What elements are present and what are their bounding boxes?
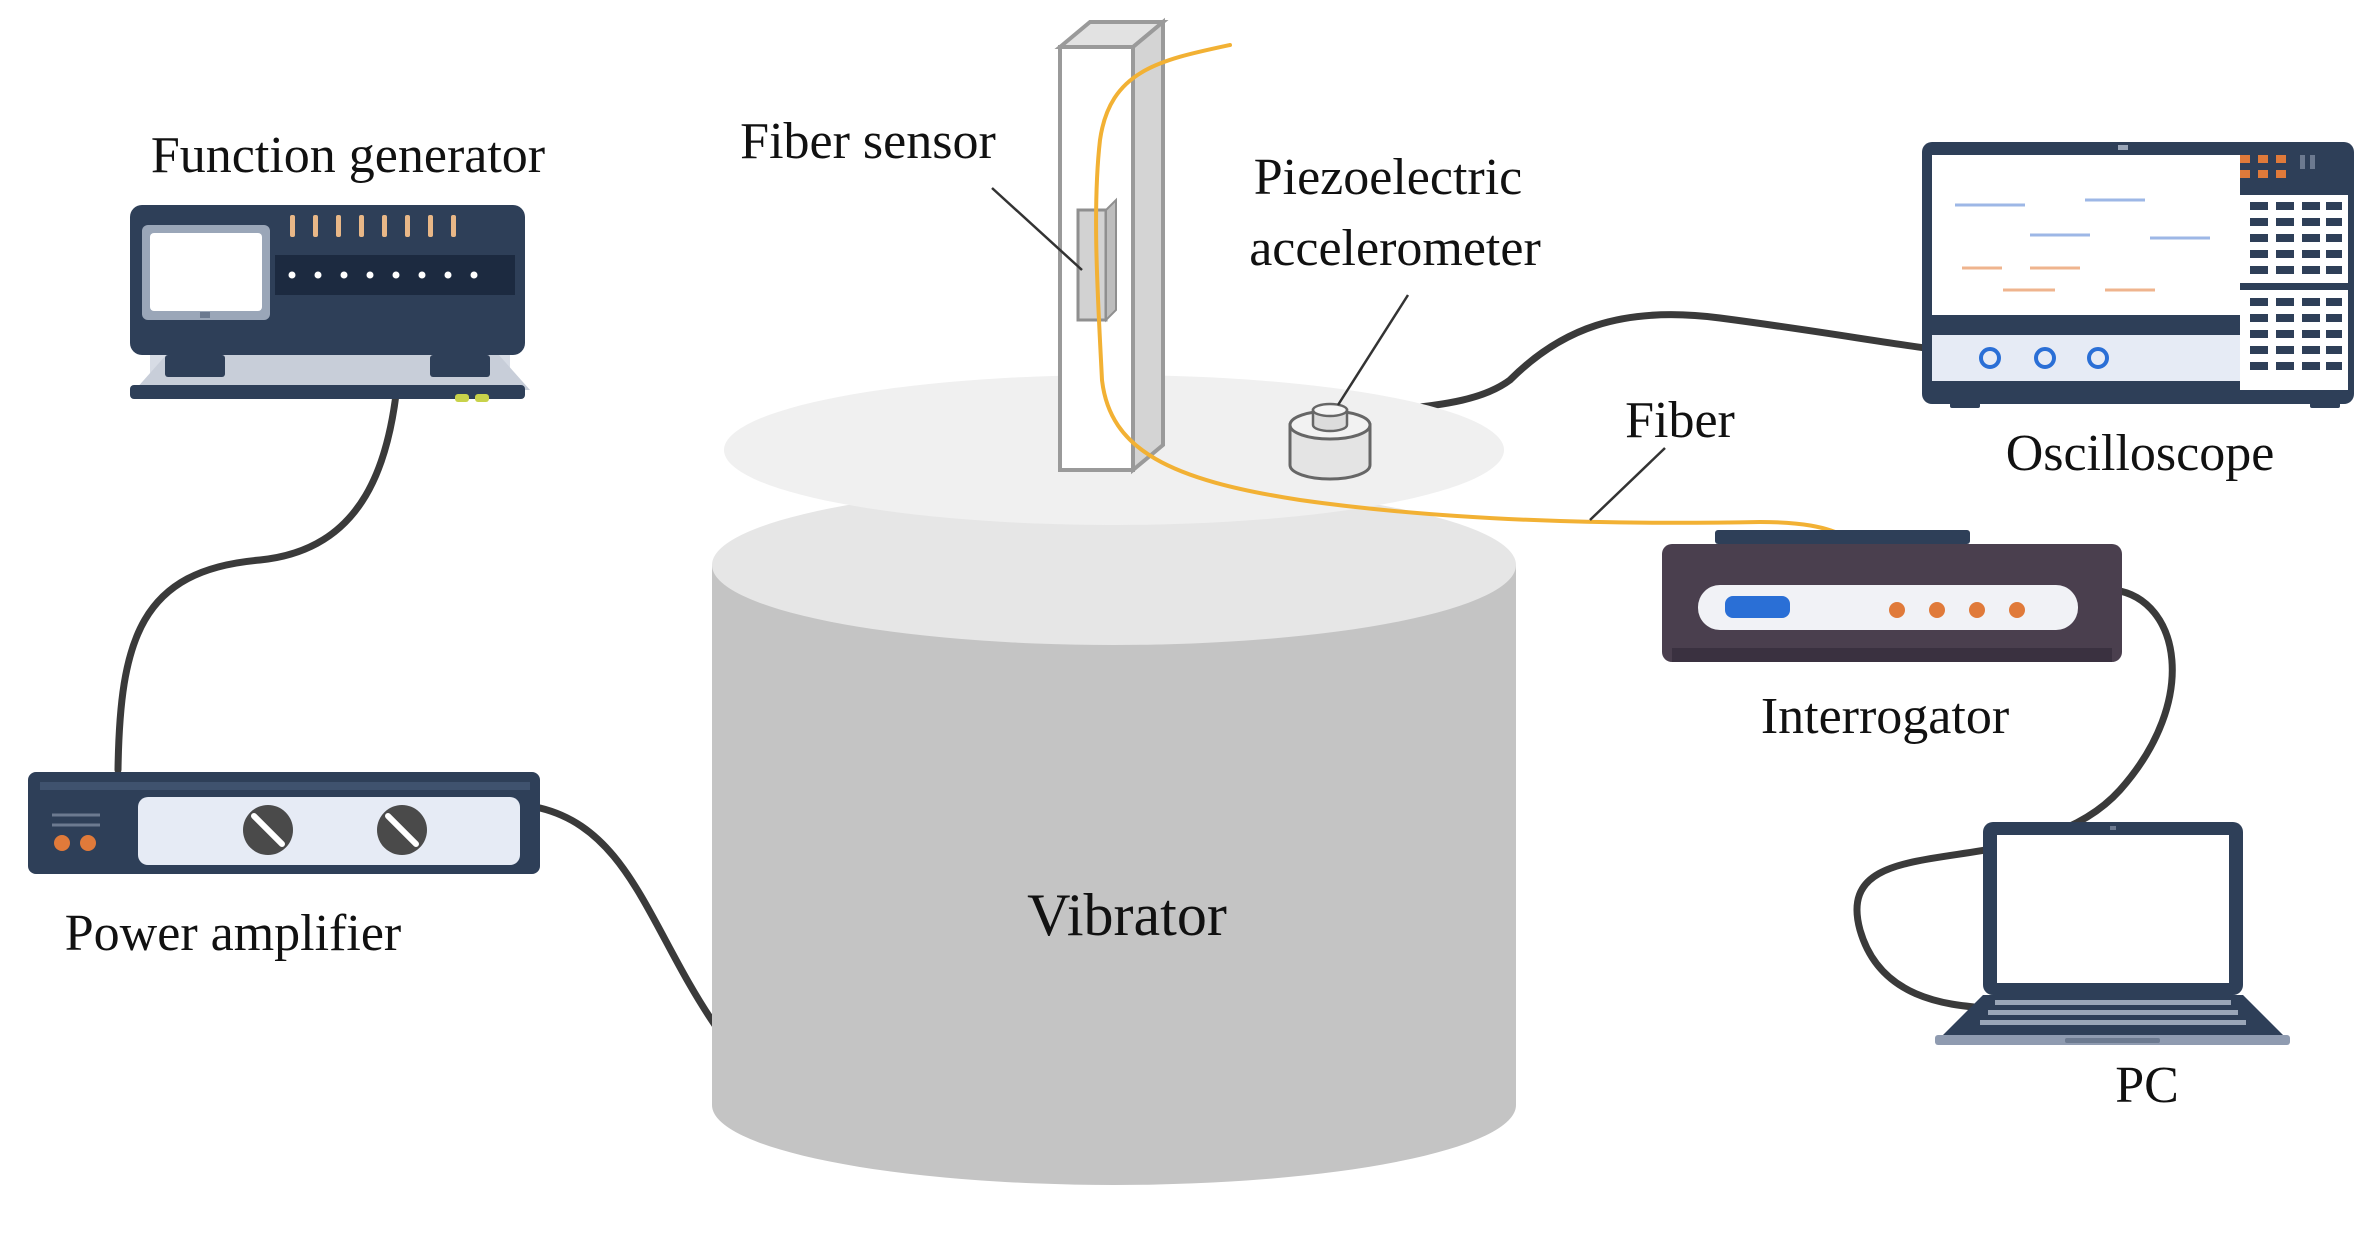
function-generator-icon bbox=[130, 205, 530, 402]
cable-interrogator-to-laptop bbox=[1853, 586, 2176, 1012]
cable-accelerometer-to-oscilloscope bbox=[1341, 311, 1994, 422]
cable-amplifier-to-vibrator bbox=[536, 804, 719, 1029]
label-function-generator: Function generator bbox=[151, 127, 545, 184]
interrogator-icon bbox=[1662, 530, 2122, 662]
leader-lines bbox=[991, 187, 1666, 521]
label-vibrator: Vibrator bbox=[1027, 882, 1227, 948]
label-interrogator: Interrogator bbox=[1761, 688, 2009, 745]
cable-generator-to-amplifier bbox=[114, 341, 404, 774]
oscilloscope-icon bbox=[1922, 142, 2354, 408]
label-pc: PC bbox=[2115, 1057, 2179, 1114]
leader-accelerometer bbox=[1336, 294, 1410, 406]
fiber-sensor-beam-icon bbox=[1054, 17, 1169, 475]
label-power-amplifier: Power amplifier bbox=[65, 905, 401, 962]
label-oscilloscope: Oscilloscope bbox=[2006, 425, 2275, 482]
vibrator-icon bbox=[712, 375, 1516, 1185]
laptop-icon bbox=[1935, 822, 2290, 1045]
label-fiber-sensor: Fiber sensor bbox=[740, 113, 996, 170]
label-accelerometer: accelerometer bbox=[1249, 220, 1541, 277]
leader-fiber-sensor bbox=[991, 187, 1083, 271]
label-piezoelectric: Piezoelectric bbox=[1254, 149, 1523, 206]
leader-fiber bbox=[1589, 447, 1666, 521]
cables bbox=[114, 311, 2176, 1029]
power-amplifier-icon bbox=[28, 772, 540, 874]
label-fiber: Fiber bbox=[1625, 392, 1735, 449]
accelerometer-icon bbox=[1288, 402, 1372, 481]
